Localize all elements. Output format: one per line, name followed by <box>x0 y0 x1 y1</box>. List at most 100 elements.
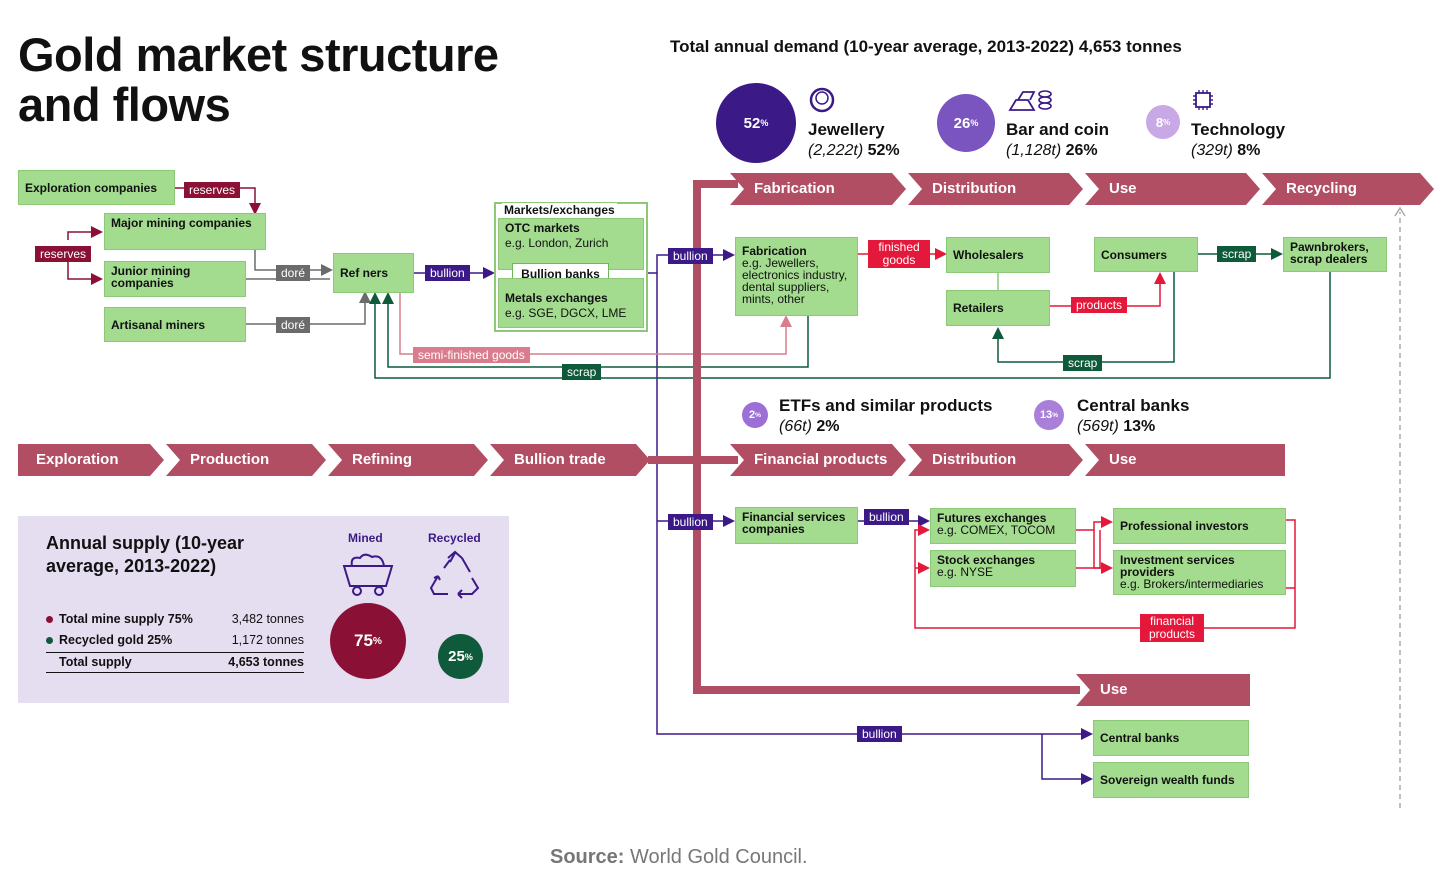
otc-sub: e.g. London, Zurich <box>505 236 609 250</box>
recycled-pct-circle: 25% <box>438 634 483 679</box>
supply-row-mine-label: Total mine supply 75% <box>46 612 193 633</box>
label-reserves-1: reserves <box>184 182 241 198</box>
node-junior-mining: Junior mining companies <box>104 261 246 297</box>
etf-pct: 2% <box>816 418 840 435</box>
futures-label: Futures exchanges <box>937 511 1047 525</box>
supply-row-mine: Total mine supply 75% 3,482 tonnes <box>46 612 304 633</box>
stock-sub: e.g. NYSE <box>937 565 994 579</box>
technology-value: (329t) 8% <box>1191 142 1260 160</box>
label-dore-2: doré <box>276 317 311 333</box>
bar-coin-tonnes: (1,128t) <box>1006 142 1062 159</box>
mined-pct-unit: % <box>372 635 382 647</box>
etf-label: ETFs and similar products <box>779 396 993 415</box>
mined-label: Mined <box>348 531 383 545</box>
jewellery-pct-circle: 52% <box>716 83 796 163</box>
jewellery-pct-unit: % <box>760 118 769 128</box>
jewellery-label: Jewellery <box>808 120 885 139</box>
central-banks-pct: 13% <box>1123 418 1156 435</box>
mine-label: Total mine supply 75% <box>59 612 193 626</box>
recycled-label: Recycled <box>428 531 481 545</box>
technology-pct: 8% <box>1237 142 1261 159</box>
node-pawnbrokers: Pawnbrokers, scrap dealers <box>1283 237 1387 272</box>
supply-title: Annual supply (10-year average, 2013-202… <box>46 533 245 576</box>
supply-row-recycled: Recycled gold 25% 1,172 tonnes <box>46 633 304 653</box>
jewellery-value: (2,222t) 52% <box>808 142 900 160</box>
technology-pct-num: 8 <box>1155 114 1164 130</box>
etf-pct-num: 2 <box>749 409 756 421</box>
bar-coin-value: (1,128t) 26% <box>1006 142 1098 160</box>
label-dore-1: doré <box>276 265 311 281</box>
recycle-icon <box>429 550 480 599</box>
ring-icon <box>809 87 835 113</box>
node-major-mining: Major mining companies <box>104 213 266 250</box>
central-banks-pct-num: 13 <box>1039 409 1053 421</box>
recycled-pct-unit: % <box>464 651 473 662</box>
node-exploration-companies: Exploration companies <box>18 170 175 205</box>
title-line-2: and flows <box>18 78 231 131</box>
inv-services-sub: e.g. Brokers/intermediaries <box>1120 577 1264 591</box>
node-central-banks: Central banks <box>1093 720 1249 756</box>
bar-coin-label: Bar and coin <box>1006 120 1109 139</box>
central-banks-label: Central banks <box>1077 396 1190 415</box>
technology-tonnes: (329t) <box>1191 142 1233 159</box>
etf-pct-unit: % <box>755 411 761 419</box>
chain-use-bottom: Use <box>1085 444 1285 476</box>
title-line-1: Gold market structure <box>18 28 499 81</box>
label-semi-finished-goods: semi-finished goods <box>413 347 530 363</box>
etf-tonnes: (66t) <box>779 418 812 435</box>
central-banks-pct-unit: % <box>1052 411 1059 419</box>
etf-value: (66t) 2% <box>779 418 839 436</box>
central-banks-tonnes: (569t) <box>1077 418 1119 435</box>
jewellery-pct: 52% <box>867 142 900 159</box>
label-finished-goods: finished goods <box>868 240 930 268</box>
supply-panel <box>18 516 509 703</box>
node-artisanal-miners: Artisanal miners <box>104 307 246 342</box>
chain-fabrication: Fabrication <box>730 173 906 205</box>
label-reserves-2: reserves <box>35 246 92 262</box>
central-banks-value: (569t) 13% <box>1077 418 1155 436</box>
supply-table: Total mine supply 75% 3,482 tonnes Recyc… <box>46 612 304 673</box>
label-scrap-3: scrap <box>1217 246 1257 262</box>
chip-icon <box>1193 90 1213 110</box>
node-wholesalers: Wholesalers <box>946 237 1050 273</box>
label-bullion-2: bullion <box>668 248 713 264</box>
source-label: Source: <box>550 846 625 868</box>
label-bullion-5: bullion <box>857 726 902 742</box>
mine-dot <box>46 616 53 623</box>
label-products: products <box>1071 297 1128 313</box>
bar-coin-pct-num: 26 <box>953 114 971 132</box>
chain-financial-products: Financial products <box>730 444 906 476</box>
source-note: Source: World Gold Council. <box>550 846 808 869</box>
chain-bullion-trade: Bullion trade <box>490 444 650 476</box>
technology-pct-circle: 8% <box>1146 105 1180 139</box>
technology-pct-unit: % <box>1163 117 1171 127</box>
gold-bars-icon <box>1008 90 1052 111</box>
demand-title: Total annual demand (10-year average, 20… <box>670 37 1182 56</box>
total-supply-value: 4,653 tonnes <box>228 655 304 669</box>
node-retailers: Retailers <box>946 290 1050 326</box>
chain-refining: Refining <box>328 444 488 476</box>
chain-distribution-top: Distribution <box>908 173 1083 205</box>
source-text: World Gold Council. <box>624 846 808 868</box>
total-supply-label: Total supply <box>59 655 132 669</box>
recycled-gold-label: Recycled gold 25% <box>59 633 173 647</box>
chain-production: Production <box>166 444 326 476</box>
chain-use-top: Use <box>1085 173 1260 205</box>
metals-sub: e.g. SGE, DGCX, LME <box>505 306 627 320</box>
mine-cart-icon <box>342 553 394 596</box>
node-sovereign-wealth-funds: Sovereign wealth funds <box>1093 762 1249 798</box>
chain-distribution-bottom: Distribution <box>908 444 1083 476</box>
node-refiners: Ref ners <box>333 253 414 293</box>
node-financial-services: Financial services companies <box>735 507 858 544</box>
page-title: Gold market structure and flows <box>18 30 499 130</box>
technology-label: Technology <box>1191 120 1286 139</box>
bar-coin-pct-circle: 26% <box>937 94 995 152</box>
label-bullion-4: bullion <box>864 509 909 525</box>
jewellery-pct-num: 52 <box>743 114 761 132</box>
central-banks-pct-circle: 13% <box>1034 400 1064 430</box>
